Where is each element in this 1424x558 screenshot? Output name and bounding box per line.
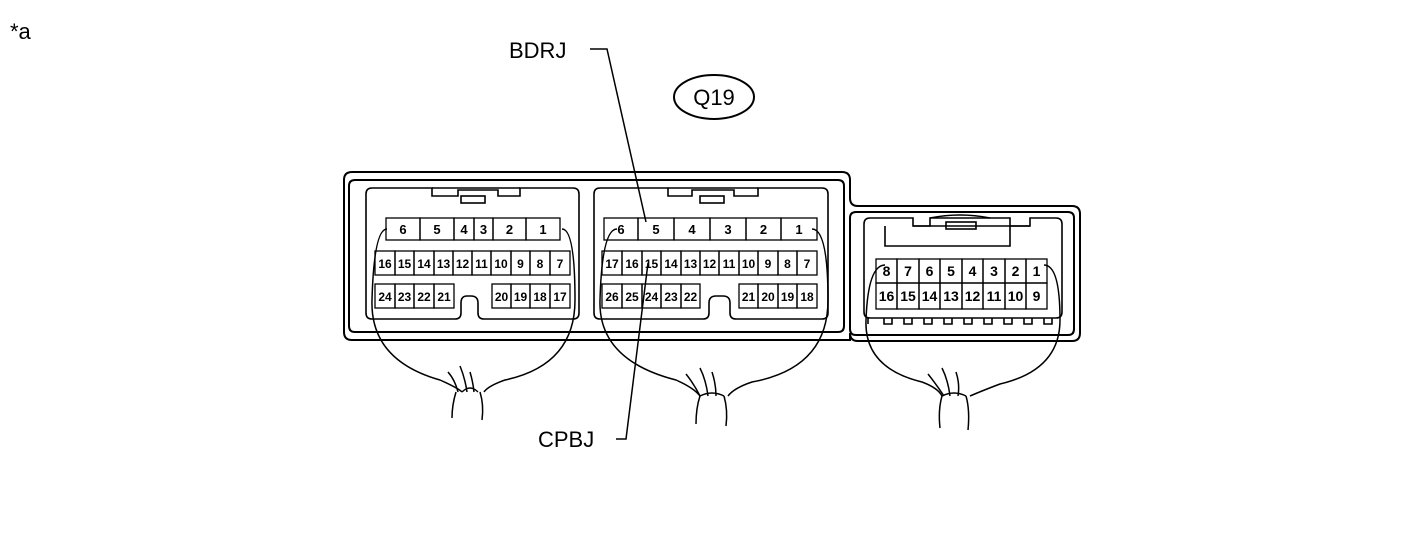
- left-row1-pin-label: 1: [539, 222, 546, 237]
- connector-id-label: Q19: [693, 85, 735, 110]
- middle-row1-pin-label: 6: [617, 222, 624, 237]
- middle-row2-pin-label: 7: [804, 257, 811, 271]
- middle-row2-pin-label: 13: [684, 257, 698, 271]
- left-row3b-pin-label: 20: [495, 290, 509, 304]
- middle-row1-cell: [780, 217, 818, 241]
- left-row1-pin-label: 6: [399, 222, 406, 237]
- right-row1-pin-label: 5: [947, 263, 955, 279]
- right-row1-pin-label: 4: [969, 263, 977, 279]
- right-row2-cell: [1025, 282, 1048, 310]
- middle-row2-pin-label: 11: [723, 257, 736, 271]
- middle-row1-pin-label: 4: [688, 222, 696, 237]
- middle-row1-pin-label: 1: [795, 222, 802, 237]
- left-row3a-pin-label: 24: [378, 290, 392, 304]
- middle-row2-pin-label: 14: [664, 257, 678, 271]
- right-row2-pin-label: 9: [1033, 288, 1041, 304]
- middle-row3a-pin-label: 23: [664, 290, 678, 304]
- right-connector-body: [863, 214, 1063, 325]
- middle-row3b-pin-label: 19: [781, 290, 795, 304]
- middle-row3a-pin-label: 24: [645, 290, 659, 304]
- left-row1-pin-label: 5: [433, 222, 440, 237]
- left-row3b-pin-label: 19: [514, 290, 528, 304]
- middle-row2-pin-label: 16: [625, 257, 639, 271]
- right-row2-pin-label: 16: [879, 288, 895, 304]
- right-row1-pin-label: 1: [1033, 263, 1041, 279]
- right-row2-pin-label: 13: [943, 288, 959, 304]
- left-connector-body: [365, 187, 580, 320]
- left-row3a-pin-label: 23: [398, 290, 412, 304]
- callout-top: BDRJ: [509, 38, 566, 63]
- middle-row3b-pin-label: 18: [800, 290, 814, 304]
- middle-row3b-cell: [796, 283, 818, 309]
- middle-row2-pin-label: 12: [703, 257, 717, 271]
- left-row2-pin-label: 9: [517, 257, 524, 271]
- middle-row3a-pin-label: 22: [684, 290, 698, 304]
- middle-row2-pin-label: 10: [742, 257, 756, 271]
- right-row2-pin-label: 15: [900, 288, 916, 304]
- right-row1-pin-label: 3: [990, 263, 998, 279]
- middle-row2-pin-label: 15: [645, 257, 659, 271]
- left-row2-pin-label: 12: [456, 257, 470, 271]
- wire-harness: [371, 228, 1061, 431]
- left-row2-pin-label: 11: [475, 257, 488, 271]
- left-row3a-pin-label: 22: [417, 290, 431, 304]
- connector-housing: [343, 171, 1081, 342]
- middle-row1-pin-label: 3: [724, 222, 731, 237]
- middle-row3a-cell: [680, 283, 701, 309]
- left-row2-pin-label: 13: [437, 257, 451, 271]
- left-row2-pin-label: 15: [398, 257, 412, 271]
- middle-row2-cell: [796, 250, 818, 276]
- middle-connector-body: [593, 187, 829, 320]
- left-row2-pin-label: 8: [537, 257, 544, 271]
- callout-lines: [590, 48, 649, 440]
- left-row3b-cell: [549, 283, 571, 309]
- figure-label: *a: [10, 19, 32, 44]
- left-row2-pin-label: 16: [378, 257, 392, 271]
- middle-row1-pin-label: 2: [760, 222, 767, 237]
- left-row1-pin-label: 2: [506, 222, 513, 237]
- left-row1-cell: [525, 217, 561, 241]
- middle-row2-pin-label: 8: [784, 257, 791, 271]
- middle-row3a-pin-label: 26: [605, 290, 619, 304]
- middle-row3b-pin-label: 20: [761, 290, 775, 304]
- left-row3a-cell: [433, 283, 455, 309]
- right-row1-pin-label: 8: [883, 263, 891, 279]
- middle-row3a-pin-label: 25: [625, 290, 639, 304]
- left-row2-cell: [549, 250, 571, 276]
- left-row3b-pin-label: 17: [553, 290, 567, 304]
- connector-id-oval: [673, 74, 755, 120]
- middle-row1-pin-label: 5: [652, 222, 659, 237]
- right-row2-pin-label: 14: [922, 288, 938, 304]
- right-row1-pin-label: 7: [904, 263, 912, 279]
- right-row1-pin-label: 6: [926, 263, 934, 279]
- middle-row2-pin-label: 17: [605, 257, 619, 271]
- right-row2-pin-label: 10: [1008, 288, 1024, 304]
- left-row2-pin-label: 10: [494, 257, 508, 271]
- left-row2-pin-label: 14: [417, 257, 431, 271]
- right-row2-pin-label: 12: [965, 288, 981, 304]
- middle-row3b-pin-label: 21: [742, 290, 756, 304]
- left-row1-pin-label: 3: [480, 222, 487, 237]
- right-row2-pin-label: 11: [987, 288, 1002, 304]
- left-row2-pin-label: 7: [557, 257, 564, 271]
- middle-row2-pin-label: 9: [765, 257, 772, 271]
- left-row3a-pin-label: 21: [437, 290, 451, 304]
- left-row1-pin-label: 4: [460, 222, 468, 237]
- left-row3b-pin-label: 18: [533, 290, 547, 304]
- right-row1-pin-label: 2: [1012, 263, 1020, 279]
- callout-bottom: CPBJ: [538, 427, 594, 452]
